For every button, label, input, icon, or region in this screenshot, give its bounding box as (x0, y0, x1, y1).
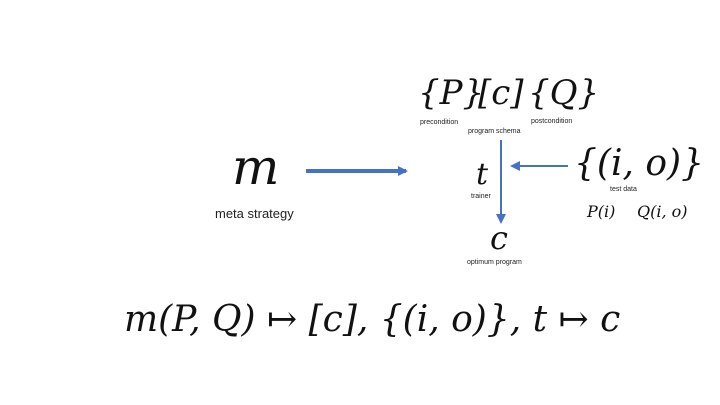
test-data-p-of-i: P(i) (587, 202, 616, 221)
optimum-program-label: optimum program (467, 259, 522, 266)
meta-strategy-symbol: m (232, 138, 280, 196)
test-data-q-of-io: Q(i, o) (637, 202, 688, 221)
meta-strategy-label: meta strategy (215, 206, 294, 221)
precondition-label: precondition (420, 119, 459, 126)
postcondition-symbol: {Q} (528, 73, 600, 113)
program-schema-symbol: [c] (478, 73, 524, 113)
test-data-label: test data (610, 186, 637, 193)
main-formula: m(P, Q) ↦ [c], {(i, o)}, t ↦ c (124, 299, 621, 340)
precondition-symbol: {P} (418, 73, 485, 113)
program-schema-label: program schema (468, 128, 521, 135)
test-data-symbol: {(i, o)} (574, 143, 704, 184)
trainer-label: trainer (471, 193, 491, 200)
trainer-symbol: t (476, 157, 489, 192)
optimum-program-symbol: c (490, 219, 508, 257)
postcondition-label: postcondition (531, 118, 573, 125)
